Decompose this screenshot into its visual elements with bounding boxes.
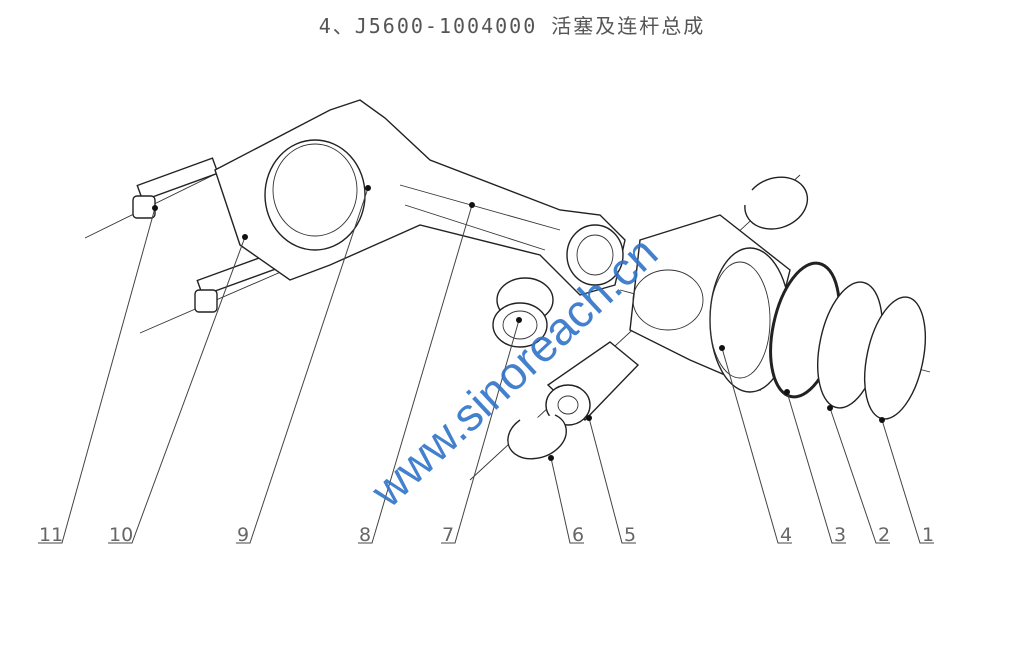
callout-3: 3	[784, 389, 846, 546]
connecting-rod	[214, 99, 626, 296]
piston	[629, 214, 791, 393]
callout-number: 7	[442, 524, 454, 546]
callout-number: 9	[237, 524, 249, 546]
bolt-upper	[132, 157, 219, 219]
callout-dot	[719, 345, 725, 351]
callout-dot	[827, 405, 833, 411]
snap-ring-upper	[744, 176, 809, 230]
callout-dot	[879, 417, 885, 423]
callout-5: 5	[586, 415, 636, 546]
callout-number: 3	[834, 524, 846, 546]
leader-line	[358, 204, 473, 544]
snap-ring-lower	[507, 414, 567, 460]
callout-4: 4	[719, 345, 792, 546]
leader-line	[786, 391, 846, 544]
callout-number: 5	[624, 524, 636, 546]
callout-dot	[469, 202, 475, 208]
leader-line	[588, 417, 636, 544]
callout-dot	[242, 234, 248, 240]
callout-number: 6	[572, 524, 584, 546]
callout-9: 9	[236, 185, 371, 546]
leader-line	[721, 347, 792, 544]
leader-line	[38, 207, 156, 544]
callout-number: 11	[39, 524, 63, 546]
callout-dot	[586, 415, 592, 421]
bushing	[492, 277, 554, 348]
callout-number: 8	[359, 524, 371, 546]
callout-number: 10	[109, 524, 133, 546]
callout-dot	[516, 317, 522, 323]
callout-dot	[365, 185, 371, 191]
callout-11: 11	[38, 205, 158, 546]
leader-line	[441, 319, 520, 544]
callout-7: 7	[441, 317, 522, 546]
callout-dot	[784, 389, 790, 395]
callout-number: 1	[922, 524, 934, 546]
callout-number: 4	[780, 524, 792, 546]
leader-line	[108, 236, 246, 544]
piston-pin	[545, 341, 640, 426]
diagram-title: 4、J5600-1004000 活塞及连杆总成	[318, 14, 706, 38]
leader-line	[829, 407, 890, 544]
callout-8: 8	[358, 202, 475, 546]
callout-dot	[548, 455, 554, 461]
callout-number: 2	[878, 524, 890, 546]
callout-dot	[152, 205, 158, 211]
leader-line	[881, 419, 934, 544]
callout-6: 6	[548, 455, 584, 546]
leader-line	[236, 187, 369, 544]
callout-2: 2	[827, 405, 890, 546]
callout-1: 1	[879, 417, 934, 546]
callout-10: 10	[108, 234, 248, 546]
leader-line	[550, 457, 584, 544]
